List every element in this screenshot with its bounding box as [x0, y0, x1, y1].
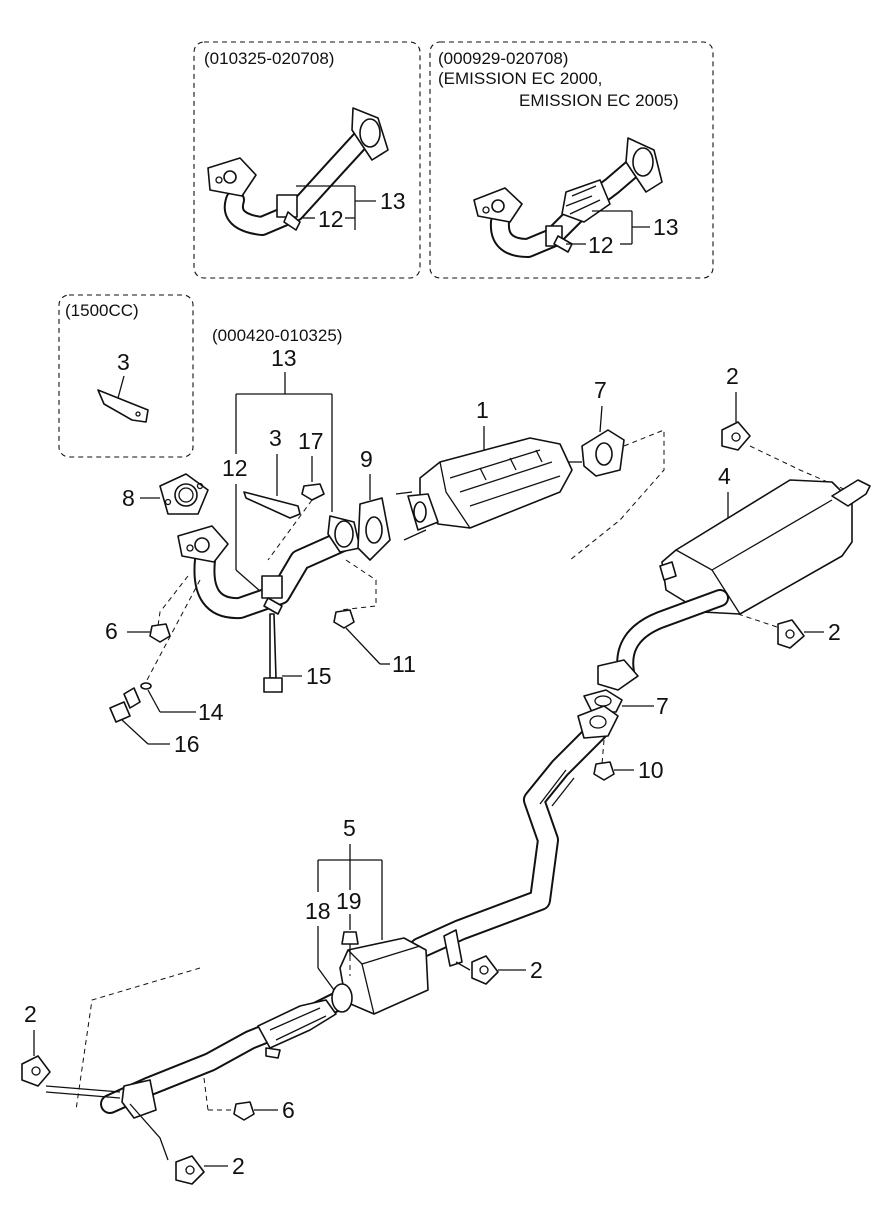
- callout-13: 13: [271, 345, 297, 371]
- variant-box-000929: (000929-020708) (EMISSION EC 2000, EMISS…: [429, 41, 714, 279]
- bracket-1500cc: [97, 389, 149, 423]
- variant-box-000929-caption-3: EMISSION EC 2005): [519, 91, 679, 110]
- rubber-hanger-2-upper: [721, 421, 751, 451]
- front-pipe-variant-a: [207, 107, 389, 236]
- callout-16: 16: [174, 731, 200, 757]
- callout-10: 10: [638, 757, 664, 783]
- rubber-hanger-2-rear-left: [21, 1055, 51, 1087]
- callout-6: 6: [282, 1097, 295, 1123]
- callout-13: 13: [380, 188, 406, 214]
- front-exhaust-pipe: [177, 515, 361, 620]
- callout-7: 7: [656, 693, 669, 719]
- callout-2: 2: [530, 957, 543, 983]
- nut-6: [149, 623, 171, 643]
- nut-17: [301, 483, 325, 501]
- callout-2: 2: [828, 619, 841, 645]
- variant-box-010325-caption: (010325-020708): [204, 49, 334, 68]
- catalytic-converter-1: [395, 437, 582, 541]
- bolt-15: [263, 613, 283, 693]
- callout-17: 17: [298, 428, 324, 454]
- callout-14: 14: [198, 699, 224, 725]
- variant-box-010325: (010325-020708) 12 13: [193, 41, 421, 279]
- center-exhaust-pipe-5: [45, 705, 619, 1161]
- washer-14: [140, 682, 152, 690]
- callout-2: 2: [24, 1001, 37, 1027]
- callout-9: 9: [360, 446, 373, 472]
- clip-19: [341, 931, 359, 956]
- callout-6: 6: [105, 618, 118, 644]
- rubber-hanger-2-center: [471, 955, 499, 985]
- callout-12: 12: [588, 232, 614, 258]
- callout-8: 8: [122, 485, 135, 511]
- callout-4: 4: [718, 463, 731, 489]
- variant-box-000929-caption-2: (EMISSION EC 2000,: [438, 69, 602, 88]
- gasket-9: [357, 497, 391, 561]
- rubber-hanger-2-rear: [777, 619, 805, 649]
- bracket-3: [243, 491, 301, 519]
- nut-6: [233, 1101, 255, 1121]
- callout-18: 18: [305, 898, 331, 924]
- callout-3: 3: [117, 349, 130, 375]
- callout-1: 1: [476, 397, 489, 423]
- nut-11: [333, 609, 355, 629]
- variant-box-1500cc-caption: (1500CC): [65, 301, 139, 320]
- callout-7: 7: [594, 377, 607, 403]
- nut-10: [593, 761, 615, 781]
- front-pipe-variant-b: [473, 137, 663, 258]
- variant-box-000929-caption: (000929-020708): [438, 49, 568, 68]
- callout-19: 19: [336, 888, 362, 914]
- callout-2: 2: [232, 1153, 245, 1179]
- callout-13: 13: [653, 214, 679, 240]
- front-pipe-caption: (000420-010325): [212, 326, 342, 345]
- main-muffler-4: [597, 479, 871, 691]
- callout-11: 11: [392, 651, 416, 677]
- callout-3: 3: [269, 425, 282, 451]
- callout-2: 2: [726, 363, 739, 389]
- callout-15: 15: [306, 663, 332, 689]
- bolt-16: [109, 687, 141, 723]
- gasket-8: [159, 473, 209, 515]
- callout-12: 12: [222, 455, 248, 481]
- rubber-hanger-2-rear-bottom: [175, 1155, 205, 1185]
- callout-5: 5: [343, 815, 356, 841]
- gasket-7-upper: [581, 429, 625, 477]
- variant-box-1500cc: (1500CC) 3: [58, 294, 194, 458]
- callout-12: 12: [318, 206, 344, 232]
